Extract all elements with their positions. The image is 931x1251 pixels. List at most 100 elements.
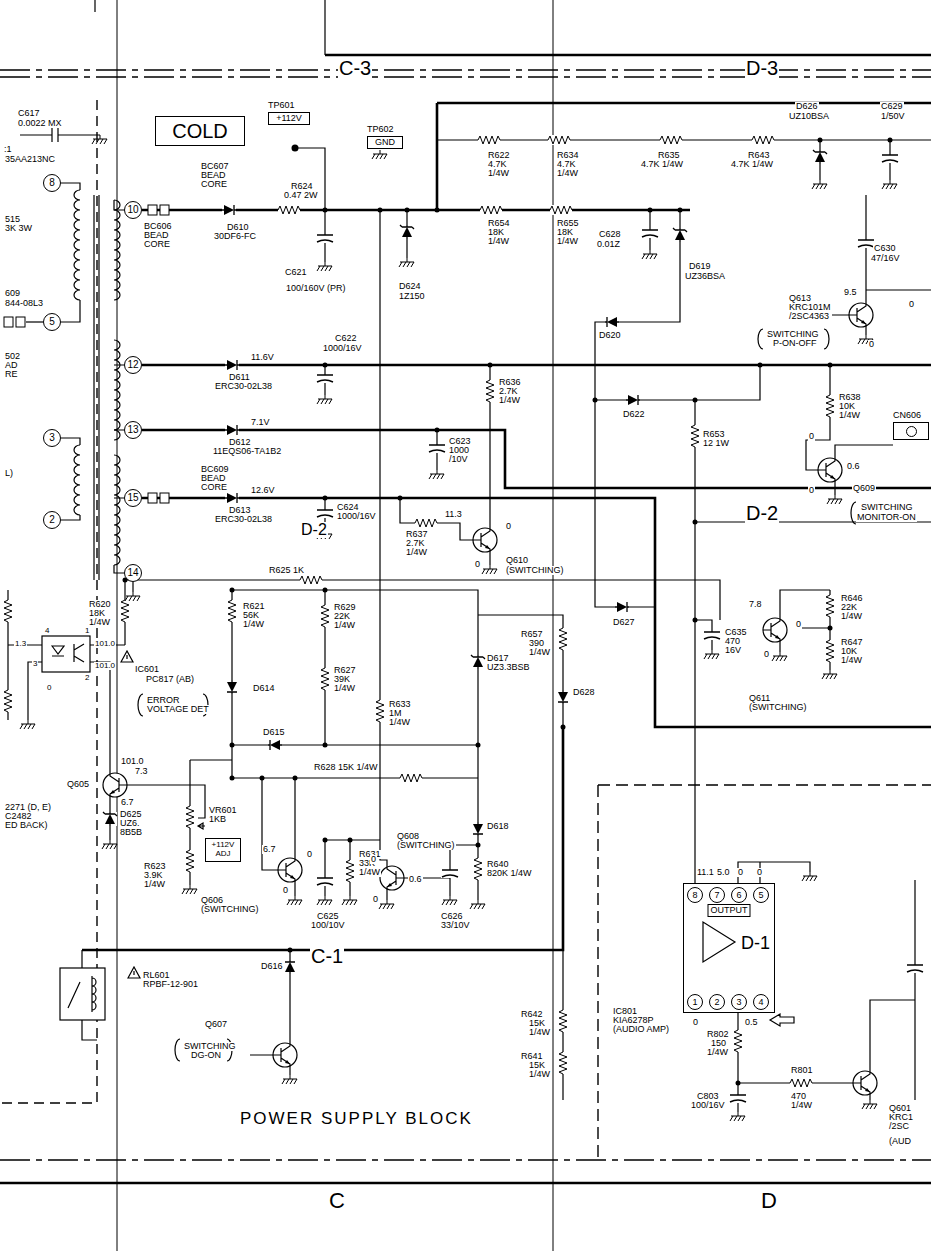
schematic-use	[763, 618, 787, 642]
pin-number: 8	[49, 178, 55, 188]
schematic-label: D628	[572, 688, 596, 697]
schematic-label: Q606	[200, 896, 224, 905]
pin-number: 4	[758, 998, 763, 1007]
schematic-label: 0	[808, 432, 815, 441]
schematic-label: 0	[756, 868, 763, 877]
schematic-use	[488, 363, 493, 368]
schematic-label: 11.6V	[250, 353, 275, 362]
schematic-path	[437, 140, 931, 180]
schematic-label: R640	[486, 860, 510, 869]
schematic-use	[400, 773, 422, 783]
schematic-label: SWITCHING	[860, 503, 914, 512]
pin-circle: 12	[124, 356, 142, 374]
schematic-label: Q605	[66, 780, 90, 789]
schematic-label: CORE	[200, 483, 228, 492]
schematic-path	[806, 365, 893, 495]
schematic-path	[74, 445, 80, 515]
schematic-label: R620	[88, 600, 112, 609]
schematic-use	[20, 720, 35, 729]
schematic-use	[472, 822, 484, 836]
schematic-label: ED BACK)	[4, 821, 49, 830]
schematic-label: 1/4W	[528, 1028, 551, 1037]
schematic-label: UZ3.3BSB	[486, 663, 531, 672]
schematic-use	[3, 690, 13, 712]
schematic-path	[832, 195, 931, 335]
pin-circle: 6	[731, 887, 747, 903]
pin-number: 2	[49, 515, 55, 525]
schematic-path	[770, 1014, 794, 1026]
schematic-path	[738, 862, 810, 883]
schematic-label: 0.5	[744, 1018, 759, 1027]
schematic-label: 1/4W	[358, 868, 381, 877]
schematic-use	[148, 205, 169, 215]
schematic-label: 56K	[242, 611, 260, 620]
pin-circle: 14	[124, 564, 142, 582]
schematic-use	[660, 135, 682, 145]
schematic-label: 2	[84, 674, 90, 682]
schematic-label: 16V	[724, 646, 742, 655]
schematic-path	[52, 644, 84, 662]
schematic-label: RPBF-12-901	[142, 980, 199, 989]
schematic-label: 0	[908, 300, 915, 309]
pin-circle: 1	[687, 994, 703, 1010]
schematic-label: SWITCHING	[766, 330, 820, 339]
schematic-use	[482, 565, 497, 574]
schematic-label: 0	[306, 850, 313, 859]
connector-box: CN606	[893, 422, 929, 440]
schematic-path	[94, 195, 99, 580]
schematic-label: VOLTAGE DET	[146, 705, 210, 714]
schematic-label: VR601	[208, 806, 238, 815]
schematic-label: 1/4W	[706, 1048, 729, 1057]
schematic-label: R638	[838, 393, 862, 402]
schematic-label: 1.3	[14, 640, 27, 648]
schematic-label: R802	[706, 1030, 730, 1039]
schematic-label: C626	[440, 912, 464, 921]
schematic-label: C-1	[310, 946, 344, 966]
schematic-use	[415, 518, 437, 528]
schematic-label: 1000	[448, 446, 470, 455]
schematic-label: D620	[598, 331, 622, 340]
schematic-path	[117, 0, 553, 1251]
schematic-path	[142, 364, 931, 367]
schematic-label: R625 1K	[268, 566, 305, 575]
schematic-use	[703, 632, 721, 640]
part-heading: TP602	[367, 125, 394, 134]
schematic-label: D625	[119, 810, 143, 819]
schematic-label: 1/4W	[840, 656, 863, 665]
schematic-label: 0	[737, 868, 744, 877]
block-title: POWER SUPPLY BLOCK	[238, 1110, 475, 1127]
schematic-use	[4, 317, 25, 327]
schematic-label: BC606	[143, 222, 173, 231]
schematic-label: R622	[487, 151, 511, 160]
schematic-label: D616	[260, 962, 284, 971]
schematic-use	[293, 776, 298, 781]
pin-number: 10	[127, 205, 138, 215]
schematic-label: R637	[405, 530, 429, 539]
schematic-label: 15K	[528, 1061, 546, 1070]
schematic-label: 1/4W	[556, 169, 579, 178]
schematic-label: L)	[4, 469, 14, 478]
schematic-use	[813, 150, 827, 164]
schematic-use	[405, 208, 410, 213]
pin-number: 12	[127, 360, 138, 370]
schematic-label: (SWITCHING)	[200, 905, 260, 914]
schematic-label: 470	[724, 637, 741, 646]
schematic-label: 0.47 2W	[283, 191, 319, 200]
schematic-label: C621	[284, 268, 308, 277]
schematic-use	[227, 600, 237, 622]
box-text: +112V ADJ	[208, 841, 238, 859]
schematic-path	[114, 455, 120, 565]
schematic-label: 1	[84, 627, 90, 635]
schematic-path	[437, 103, 931, 210]
pin-circle: 8	[43, 174, 61, 192]
schematic-label: 101.0	[94, 640, 116, 648]
schematic-label: 2.7K	[405, 539, 426, 548]
schematic-label: R629	[333, 603, 357, 612]
schematic-path	[0, 100, 97, 1103]
schematic-label: /2SC4363	[788, 312, 830, 321]
schematic-use	[818, 138, 823, 143]
schematic-path	[0, 1182, 931, 1185]
pin-circle: 2	[43, 511, 61, 529]
schematic-label: D610	[226, 223, 250, 232]
